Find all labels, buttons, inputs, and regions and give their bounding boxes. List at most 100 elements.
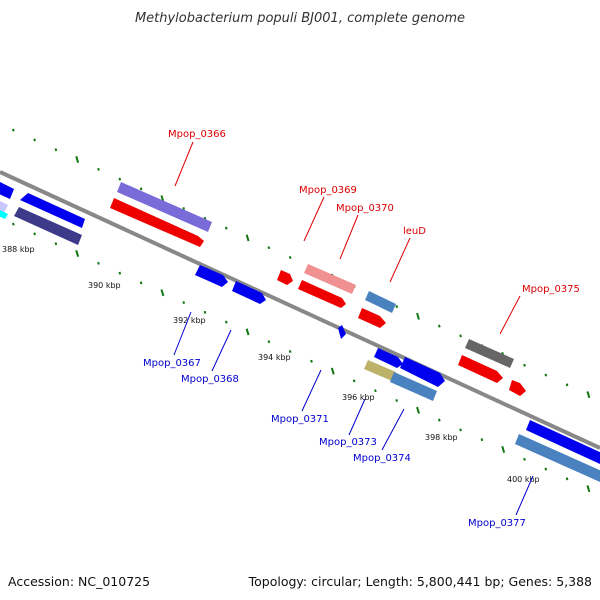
gene-box: [117, 182, 212, 232]
minor-tick: [523, 457, 526, 461]
gene-box: [390, 372, 437, 401]
minor-tick: [97, 167, 100, 171]
genome-summary-text: Topology: circular; Length: 5,800,441 bp…: [248, 574, 592, 589]
leader-line-mpop-0367: [173, 311, 192, 356]
gene-label-mpop-0367[interactable]: Mpop_0367: [143, 358, 201, 369]
gene-arrow: [277, 270, 293, 285]
minor-tick: [54, 148, 58, 152]
gene-box: [304, 264, 356, 294]
minor-tick: [565, 383, 569, 387]
major-tick: [416, 312, 420, 320]
gene-arrow: [232, 281, 266, 304]
minor-tick: [224, 320, 228, 324]
major-tick: [245, 234, 250, 242]
gene-arrow: [20, 193, 85, 228]
gene-label-mpop-0369[interactable]: Mpop_0369: [299, 185, 357, 196]
gene-arrow: [400, 357, 445, 387]
gene-arrow: [374, 348, 403, 368]
gene-arrow: [110, 198, 204, 247]
minor-tick: [11, 222, 15, 226]
gene-arrow: [0, 201, 8, 213]
inner-tick-dots: [11, 222, 591, 493]
backbone-line: [0, 170, 600, 450]
gene-arrow: [358, 308, 386, 328]
tick-label-400: 400 kbp: [507, 475, 540, 484]
leader-line-mpop-0369: [303, 196, 325, 242]
minor-tick: [182, 207, 186, 210]
major-tick: [586, 391, 591, 399]
gene-arrow: [458, 355, 503, 383]
gene-label-mpop-0371[interactable]: Mpop_0371: [271, 414, 329, 425]
leader-line-leud: [389, 237, 411, 283]
leader-line-mpop-0375: [499, 295, 521, 335]
tick-label-388: 388 kbp: [2, 245, 35, 254]
minor-tick: [54, 242, 58, 246]
gene-label-mpop-0366[interactable]: Mpop_0366: [168, 129, 226, 140]
major-tick: [75, 250, 80, 257]
leader-line-mpop-0371: [301, 369, 322, 412]
gene-arrow: [14, 207, 82, 245]
gene-arrow: [0, 182, 14, 199]
minor-tick: [437, 418, 441, 422]
minor-tick: [395, 304, 399, 308]
minor-tick: [544, 467, 548, 471]
map-title: Methylobacterium populi BJ001, complete …: [135, 11, 465, 26]
minor-tick: [523, 363, 526, 367]
minor-tick: [267, 246, 271, 250]
gene-arrow: [509, 380, 526, 396]
gene-box: [365, 291, 396, 313]
minor-tick: [203, 310, 207, 314]
gene-label-mpop-0368[interactable]: Mpop_0368: [181, 374, 239, 385]
tick-label-396: 396 kbp: [342, 393, 375, 402]
gene-box: [364, 360, 396, 381]
major-tick: [245, 328, 250, 336]
minor-tick: [459, 334, 462, 338]
minor-tick: [224, 226, 228, 230]
gene-arrow: [526, 420, 600, 464]
minor-tick: [288, 256, 292, 259]
gene-arrow: [338, 325, 346, 339]
minor-tick: [139, 281, 143, 285]
tick-label-392: 392 kbp: [173, 316, 206, 325]
gene-label-mpop-0375[interactable]: Mpop_0375: [522, 284, 580, 295]
leader-line-mpop-0368: [211, 329, 232, 372]
minor-tick: [267, 340, 271, 344]
gene-label-mpop-0373[interactable]: Mpop_0373: [319, 437, 377, 448]
minor-tick: [352, 379, 356, 383]
gene-arrow: [0, 210, 8, 219]
gene-arrow: [298, 280, 346, 308]
minor-tick: [480, 438, 484, 442]
gene-box: [465, 339, 514, 368]
leader-line-mpop-0374: [381, 408, 405, 451]
gene-label-mpop-0370[interactable]: Mpop_0370: [336, 203, 394, 214]
major-tick: [75, 156, 80, 163]
gene-box: [515, 434, 600, 482]
major-tick: [501, 445, 506, 453]
leader-line-mpop-0366: [174, 141, 194, 187]
minor-tick: [33, 232, 36, 236]
minor-tick: [11, 128, 15, 132]
minor-tick: [118, 271, 122, 275]
gene-label-leud[interactable]: leuD: [403, 226, 426, 237]
leader-line-mpop-0373: [348, 398, 366, 436]
tick-label-390: 390 kbp: [88, 281, 121, 290]
major-tick: [330, 367, 335, 375]
minor-tick: [33, 138, 36, 142]
gene-arrow: [195, 265, 228, 287]
minor-tick: [288, 350, 292, 353]
minor-tick: [544, 373, 548, 377]
tick-label-398: 398 kbp: [425, 433, 458, 442]
minor-tick: [182, 301, 186, 304]
gene-label-mpop-0374[interactable]: Mpop_0374: [353, 453, 411, 464]
minor-tick: [97, 261, 100, 265]
minor-tick: [310, 359, 313, 363]
minor-tick: [395, 398, 399, 402]
leader-line-mpop-0377: [515, 475, 534, 516]
gene-label-mpop-0377[interactable]: Mpop_0377: [468, 518, 526, 529]
accession-text: Accession: NC_010725: [8, 574, 150, 589]
major-tick: [586, 485, 591, 493]
major-tick: [160, 289, 165, 297]
feature-track: [0, 182, 600, 482]
